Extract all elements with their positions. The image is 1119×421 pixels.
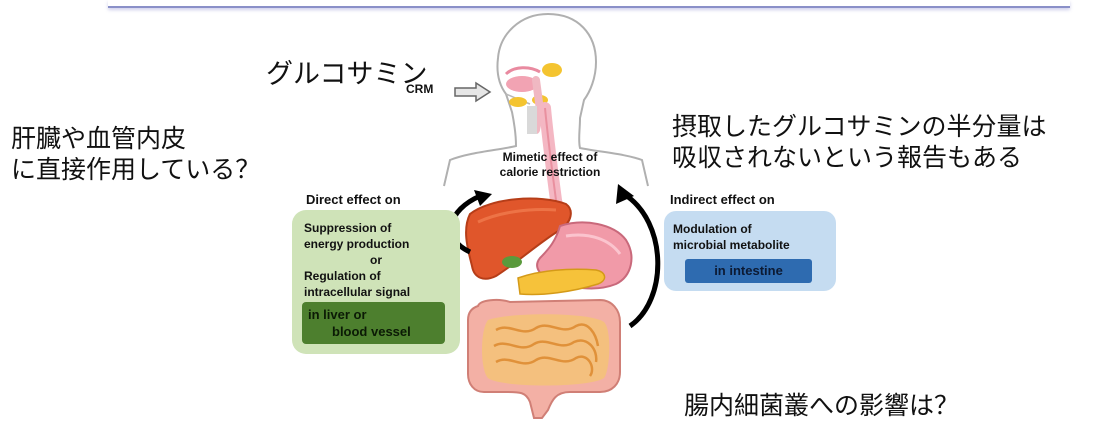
crm-arrow <box>455 83 490 101</box>
indirect-line-2: microbial metabolite <box>673 237 790 253</box>
absorption-note-line1: 摂取したグルコサミンの半分量は <box>672 112 1047 142</box>
mimetic-line2: calorie restriction <box>483 165 617 180</box>
mimetic-effect-label: Mimetic effect of calorie restriction <box>483 150 617 180</box>
direct-effect-title: Direct effect on <box>306 192 401 207</box>
direct-line-1: Suppression of <box>304 220 448 236</box>
indirect-effect-title: Indirect effect on <box>670 192 775 207</box>
indirect-location-box: in intestine <box>685 259 812 283</box>
mimetic-line1: Mimetic effect of <box>483 150 617 165</box>
absorption-note-line2: 吸収されないという報告もある <box>672 143 1022 173</box>
liver-vessel-question-line2: に直接作用している？ <box>11 155 260 185</box>
direct-line-2: energy production <box>304 236 448 252</box>
liver-vessel-question-line1: 肝臓や血管内皮 <box>11 124 186 154</box>
glucosamine-label: グルコサミン <box>266 52 427 91</box>
direct-location-line2: blood vessel <box>302 323 445 340</box>
pancreas-shape <box>518 269 605 294</box>
direct-line-4: Regulation of <box>304 268 448 284</box>
indirect-line-1: Modulation of <box>673 221 790 237</box>
direct-location-box: in liver or blood vessel <box>302 302 445 344</box>
direct-line-3: or <box>304 252 448 268</box>
direct-line-5: intracellular signal <box>304 284 448 300</box>
crm-label: CRM <box>406 82 433 96</box>
direct-effect-description: Suppression of energy production or Regu… <box>304 220 448 300</box>
direct-location-line1: in liver or <box>302 306 445 323</box>
indirect-effect-description: Modulation of microbial metabolite <box>673 221 790 253</box>
gut-flora-question: 腸内細菌叢への影響は？ <box>684 391 959 421</box>
